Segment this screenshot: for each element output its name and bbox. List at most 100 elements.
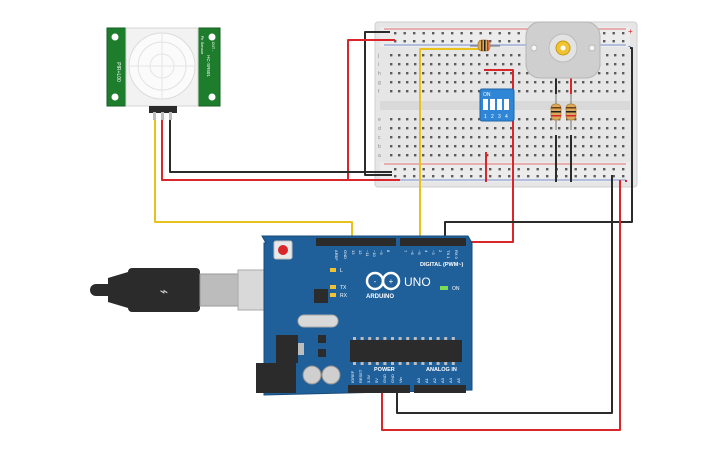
breadboard-hole[interactable] [454,136,457,139]
rail-hole[interactable] [422,32,425,35]
breadboard-hole[interactable] [510,154,513,157]
breadboard-hole[interactable] [510,63,513,66]
breadboard-hole[interactable] [470,154,473,157]
breadboard-hole[interactable] [614,154,617,157]
power-header[interactable] [348,385,410,393]
resistor-left[interactable] [550,92,562,130]
rail-hole[interactable] [565,175,568,178]
breadboard-hole[interactable] [470,127,473,130]
rail-hole[interactable] [432,40,435,43]
rail-hole[interactable] [527,168,530,171]
breadboard-hole[interactable] [622,154,625,157]
breadboard-hole[interactable] [470,90,473,93]
breadboard-hole[interactable] [454,154,457,157]
breadboard-hole[interactable] [390,90,393,93]
breadboard-hole[interactable] [606,72,609,75]
breadboard-hole[interactable] [462,154,465,157]
breadboard-hole[interactable] [494,72,497,75]
breadboard-hole[interactable] [518,81,521,84]
breadboard-hole[interactable] [590,145,593,148]
breadboard-hole[interactable] [446,54,449,57]
rail-hole[interactable] [460,40,463,43]
breadboard-hole[interactable] [494,136,497,139]
breadboard-hole[interactable] [582,136,585,139]
rail-hole[interactable] [517,40,520,43]
breadboard-hole[interactable] [582,154,585,157]
breadboard-hole[interactable] [422,154,425,157]
rail-hole[interactable] [451,32,454,35]
breadboard-hole[interactable] [478,72,481,75]
breadboard-hole[interactable] [414,63,417,66]
breadboard-hole[interactable] [470,63,473,66]
breadboard-hole[interactable] [558,90,561,93]
breadboard-hole[interactable] [454,145,457,148]
breadboard-hole[interactable] [478,63,481,66]
rail-hole[interactable] [612,32,615,35]
rail-hole[interactable] [470,168,473,171]
breadboard-hole[interactable] [550,118,553,121]
breadboard-hole[interactable] [438,154,441,157]
breadboard-hole[interactable] [534,118,537,121]
rail-hole[interactable] [508,168,511,171]
breadboard-hole[interactable] [502,154,505,157]
rail-hole[interactable] [546,175,549,178]
rail-hole[interactable] [622,168,625,171]
breadboard-hole[interactable] [390,154,393,157]
dc-motor[interactable] [525,21,601,94]
rail-hole[interactable] [394,175,397,178]
breadboard-hole[interactable] [470,72,473,75]
pir-pin-gnd[interactable] [169,112,172,120]
rail-hole[interactable] [584,175,587,178]
rail-hole[interactable] [612,40,615,43]
breadboard-hole[interactable] [398,127,401,130]
breadboard-hole[interactable] [614,145,617,148]
breadboard-hole[interactable] [446,63,449,66]
breadboard-hole[interactable] [606,136,609,139]
digital-header-right[interactable] [400,238,466,246]
breadboard-hole[interactable] [438,72,441,75]
breadboard-hole[interactable] [550,136,553,139]
rail-hole[interactable] [536,168,539,171]
digital-header-left[interactable] [316,238,396,246]
breadboard-hole[interactable] [462,54,465,57]
breadboard-hole[interactable] [606,81,609,84]
breadboard-hole[interactable] [542,118,545,121]
breadboard-hole[interactable] [422,63,425,66]
breadboard-hole[interactable] [494,54,497,57]
breadboard-hole[interactable] [398,154,401,157]
breadboard-hole[interactable] [414,90,417,93]
breadboard-hole[interactable] [446,90,449,93]
breadboard-hole[interactable] [390,136,393,139]
breadboard-hole[interactable] [590,127,593,130]
breadboard-hole[interactable] [606,90,609,93]
breadboard-hole[interactable] [566,154,569,157]
breadboard-hole[interactable] [438,145,441,148]
breadboard-hole[interactable] [478,90,481,93]
rail-hole[interactable] [489,32,492,35]
breadboard-hole[interactable] [574,90,577,93]
breadboard-hole[interactable] [390,81,393,84]
breadboard-hole[interactable] [462,136,465,139]
breadboard-hole[interactable] [406,63,409,66]
rail-hole[interactable] [413,32,416,35]
breadboard-hole[interactable] [446,154,449,157]
breadboard-hole[interactable] [558,154,561,157]
rail-hole[interactable] [622,32,625,35]
breadboard-hole[interactable] [566,145,569,148]
rail-hole[interactable] [508,40,511,43]
rail-hole[interactable] [498,168,501,171]
rail-hole[interactable] [451,40,454,43]
breadboard-hole[interactable] [478,127,481,130]
breadboard-hole[interactable] [398,136,401,139]
breadboard-hole[interactable] [574,127,577,130]
breadboard-hole[interactable] [414,81,417,84]
breadboard-hole[interactable] [590,90,593,93]
breadboard-hole[interactable] [438,81,441,84]
resistor-top[interactable] [470,39,500,52]
breadboard-hole[interactable] [614,81,617,84]
breadboard-hole[interactable] [526,154,529,157]
rail-hole[interactable] [517,175,520,178]
rail-hole[interactable] [441,175,444,178]
breadboard-hole[interactable] [446,127,449,130]
breadboard-hole[interactable] [502,136,505,139]
